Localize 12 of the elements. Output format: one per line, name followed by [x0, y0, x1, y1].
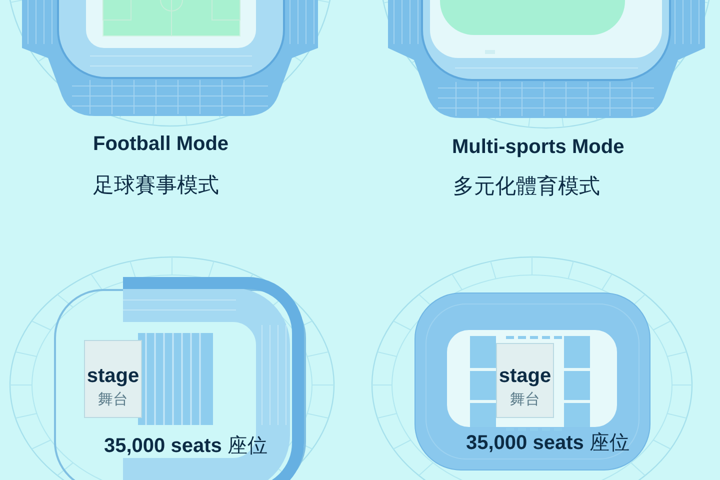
mode-title: Football Mode: [93, 133, 229, 156]
stage-label: 舞台: [510, 391, 540, 408]
stage-label: stage: [86, 365, 140, 388]
seat-count: 35,000 seats 座位: [104, 435, 268, 458]
stage-box: [496, 343, 554, 418]
stage-label: 舞台: [98, 391, 128, 408]
seat-count: 35,000 seats 座位: [466, 432, 630, 455]
mode-title: 多元化體育模式: [453, 175, 600, 200]
mode-title: 足球賽事模式: [93, 174, 219, 198]
mode-title: Multi-sports Mode: [452, 136, 624, 159]
stage-label: stage: [498, 365, 552, 388]
stage-box: [84, 340, 142, 418]
